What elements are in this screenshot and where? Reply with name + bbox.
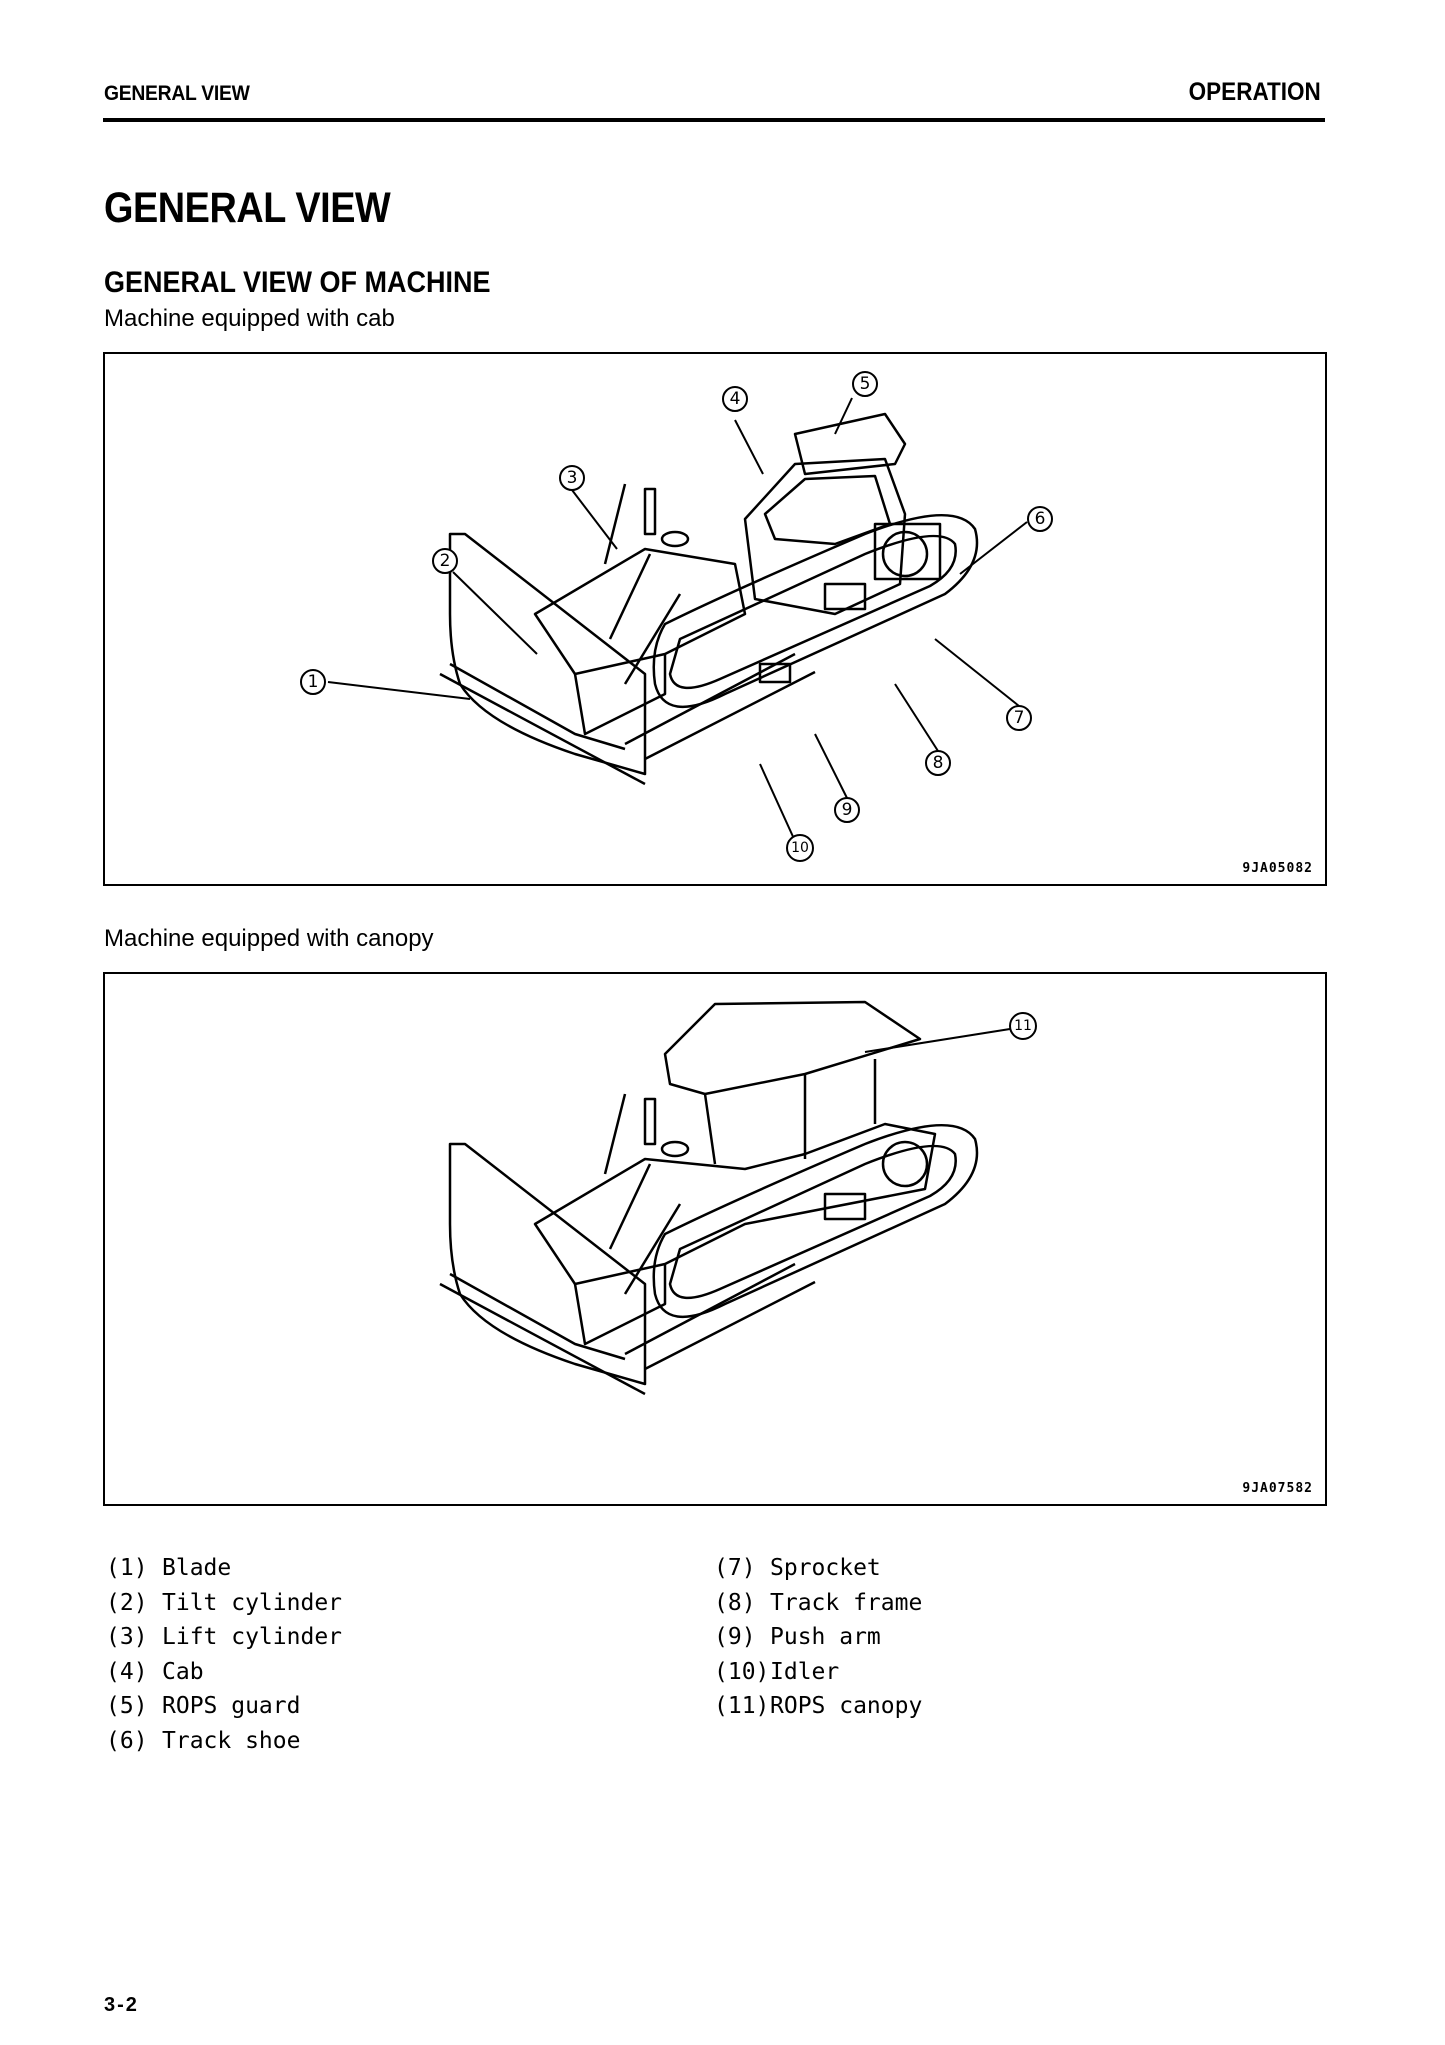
header-rule — [103, 118, 1325, 122]
page-title: GENERAL VIEW — [104, 184, 391, 232]
callout-2: 2 — [432, 548, 458, 574]
callout-5: 5 — [852, 371, 878, 397]
legend-item: (4)Cab — [106, 1658, 204, 1685]
svg-text:8: 8 — [933, 753, 944, 773]
legend-item: (10)Idler — [714, 1658, 840, 1685]
figure-code: 9JA05082 — [1242, 861, 1313, 876]
legend-item: (7)Sprocket — [714, 1555, 881, 1581]
header-chapter-label: OPERATION — [1188, 78, 1321, 106]
svg-text:1: 1 — [308, 672, 319, 692]
legend-item: (2)Tilt cylinder — [106, 1589, 343, 1616]
figure-caption-cab: Machine equipped with cab — [104, 305, 395, 332]
legend-item: (1)Blade — [106, 1555, 232, 1581]
callout-4: 4 — [722, 386, 748, 412]
svg-text:2: 2 — [440, 551, 451, 571]
callout-11: 11 — [1009, 1012, 1037, 1040]
svg-text:5: 5 — [860, 374, 871, 394]
legend-item: (3)Lift cylinder — [106, 1624, 343, 1650]
section-subtitle: GENERAL VIEW OF MACHINE — [104, 266, 491, 299]
parts-legend-left: (1)Blade (2)Tilt cylinder (3)Lift cylind… — [106, 1551, 342, 1758]
bulldozer-cab-illustration — [439, 412, 979, 786]
page-number: 3-2 — [104, 1994, 139, 2016]
legend-item: (9)Push arm — [714, 1624, 881, 1650]
svg-text:6: 6 — [1035, 509, 1046, 529]
svg-text:9: 9 — [842, 800, 853, 820]
callout-10: 10 — [786, 834, 814, 862]
svg-text:4: 4 — [730, 389, 741, 409]
figure-caption-canopy: Machine equipped with canopy — [104, 925, 434, 952]
callout-7: 7 — [1006, 705, 1032, 731]
svg-text:10: 10 — [791, 840, 809, 856]
callout-9: 9 — [834, 797, 860, 823]
legend-item: (8)Track frame — [714, 1589, 923, 1616]
legend-item: (11)ROPS canopy — [714, 1693, 923, 1719]
figure-code: 9JA07582 — [1242, 1481, 1313, 1496]
svg-text:7: 7 — [1014, 708, 1025, 728]
callout-1: 1 — [300, 669, 326, 695]
callout-8: 8 — [925, 750, 951, 776]
cab-callouts: 1 2 3 4 5 6 7 8 9 10 — [300, 371, 1053, 862]
bulldozer-canopy-illustration — [439, 1000, 979, 1396]
svg-text:11: 11 — [1014, 1018, 1032, 1034]
legend-item: (6)Track shoe — [106, 1727, 301, 1754]
legend-item: (5)ROPS guard — [106, 1693, 301, 1719]
svg-text:3: 3 — [567, 468, 578, 488]
header-section-label: GENERAL VIEW — [104, 82, 250, 105]
callout-3: 3 — [559, 465, 585, 491]
figure-cab-machine: 1 2 3 4 5 6 7 8 9 10 9JA05082 — [103, 352, 1327, 886]
callout-6: 6 — [1027, 506, 1053, 532]
parts-legend-right: (7)Sprocket (8)Track frame (9)Push arm (… — [714, 1551, 922, 1724]
canopy-callouts: 11 — [864, 1012, 1037, 1053]
figure-canopy-machine: 11 9JA07582 — [103, 972, 1327, 1506]
